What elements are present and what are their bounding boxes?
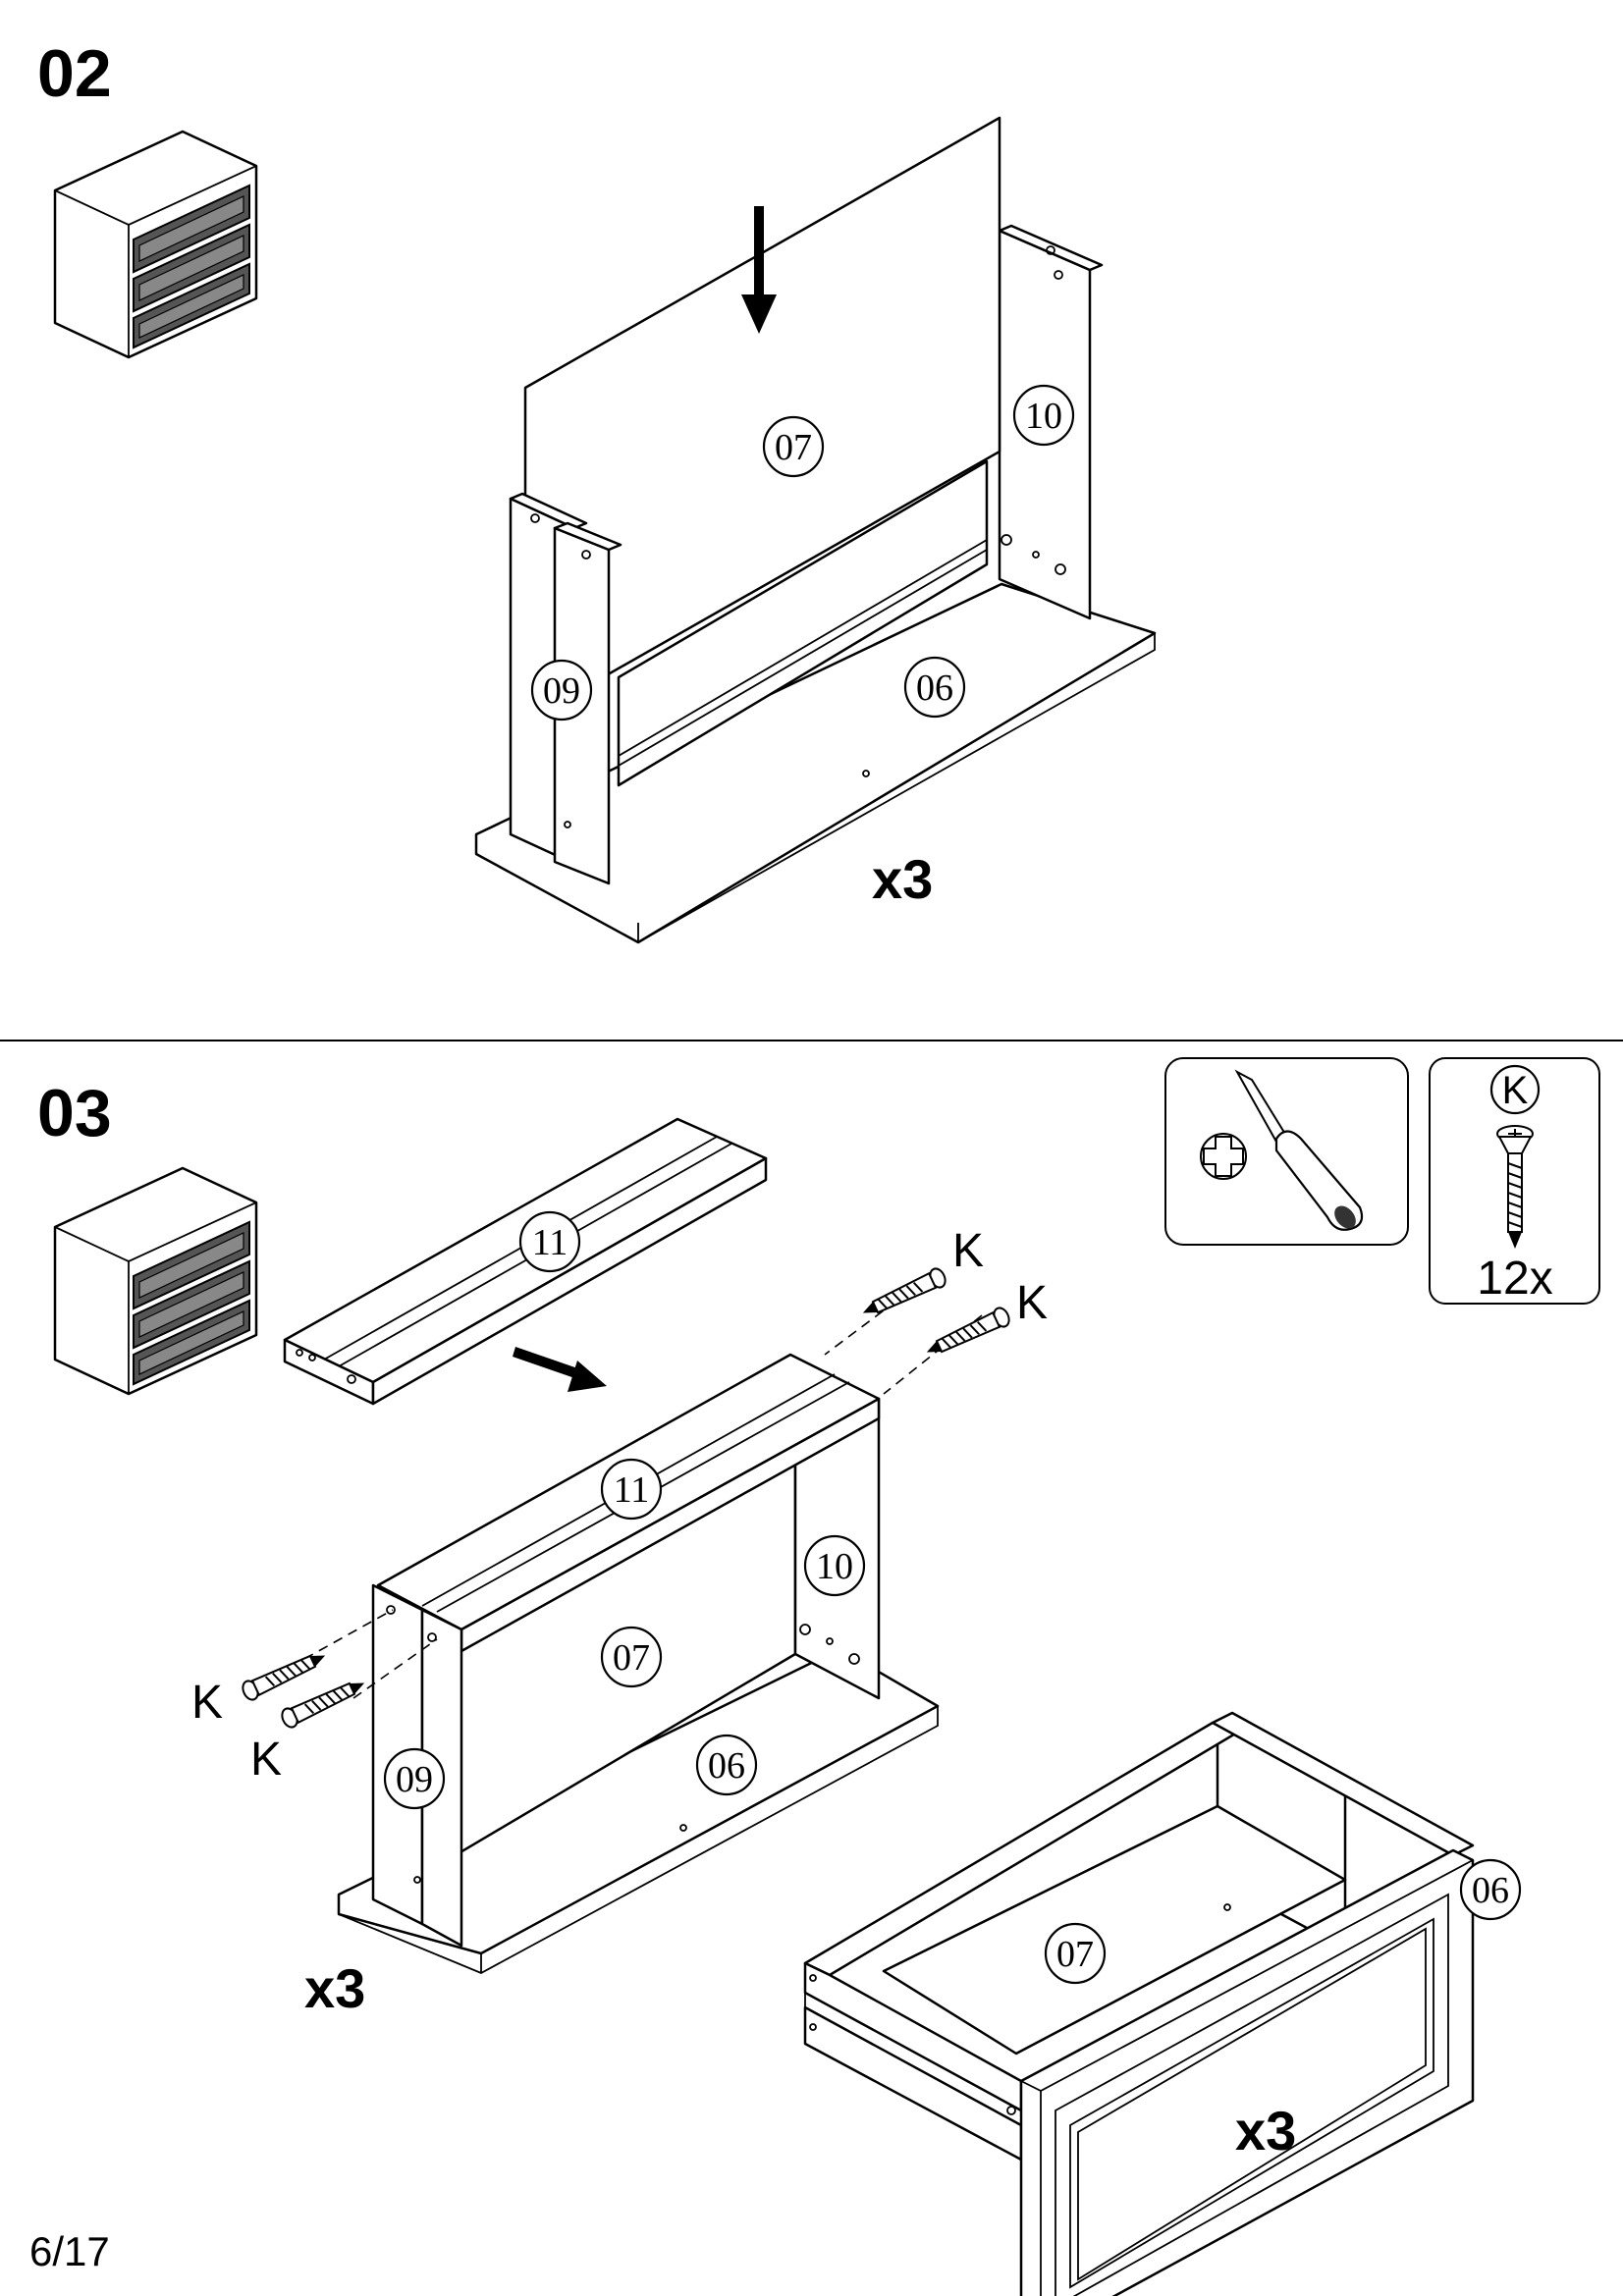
part-label-06: 06: [1459, 1858, 1522, 1921]
screw-label: K: [250, 1734, 282, 1786]
screw-icon: [857, 1264, 949, 1323]
screw-label: K: [952, 1225, 984, 1277]
svg-text:06: 06: [1472, 1870, 1509, 1911]
step02-base-panel: [474, 582, 1157, 944]
screw-label: K: [1016, 1277, 1048, 1329]
phillips-head-icon: [1200, 1133, 1247, 1180]
step-03-frame-multiplier: x3: [304, 1957, 365, 2019]
svg-text:09: 09: [543, 670, 580, 712]
dresser-icon: [53, 130, 258, 359]
step-02-multiplier: x3: [872, 848, 933, 910]
step-03-number: 03: [37, 1076, 112, 1150]
part-label-09: 09: [383, 1747, 446, 1810]
svg-text:09: 09: [396, 1759, 433, 1800]
svg-text:07: 07: [613, 1637, 650, 1679]
hardware-quantity: 12x: [1477, 1253, 1552, 1305]
page-number: 6/17: [29, 2228, 110, 2274]
svg-text:06: 06: [916, 667, 953, 709]
svg-text:11: 11: [532, 1222, 568, 1263]
step-02-number: 02: [37, 36, 112, 111]
svg-text:10: 10: [816, 1546, 853, 1587]
svg-text:07: 07: [775, 427, 812, 468]
svg-text:06: 06: [708, 1745, 745, 1787]
arrow-right-icon: [513, 1347, 607, 1392]
tool-panel: [1164, 1057, 1409, 1246]
svg-text:11: 11: [614, 1469, 650, 1511]
hardware-panel: K 12x: [1429, 1057, 1600, 1305]
assembled-drawer: [803, 1711, 1475, 2296]
step-03-drawer-multiplier: x3: [1235, 2100, 1296, 2162]
screw-label: K: [191, 1677, 223, 1729]
screw-icon: [239, 1645, 331, 1704]
screwdriver-icon: [1234, 1069, 1364, 1231]
part-label-07: 07: [762, 415, 825, 478]
part-label-11: 11: [518, 1210, 581, 1273]
svg-text:07: 07: [1056, 1934, 1094, 1975]
part-label-09: 09: [530, 659, 593, 721]
part-label-06: 06: [695, 1734, 758, 1796]
part-label-10: 10: [803, 1534, 866, 1597]
screw-icon: [278, 1673, 370, 1732]
part-label-10: 10: [1012, 384, 1075, 447]
screw-icon: [1496, 1125, 1534, 1249]
arrow-down-icon: [741, 206, 777, 334]
part-label-06: 06: [903, 656, 966, 719]
dresser-icon: [53, 1166, 258, 1396]
part-label-07: 07: [1044, 1922, 1107, 1985]
part-label-11: 11: [600, 1458, 663, 1521]
hardware-label: K: [1502, 1069, 1529, 1112]
part-label-07: 07: [600, 1626, 663, 1688]
svg-text:10: 10: [1025, 396, 1062, 437]
